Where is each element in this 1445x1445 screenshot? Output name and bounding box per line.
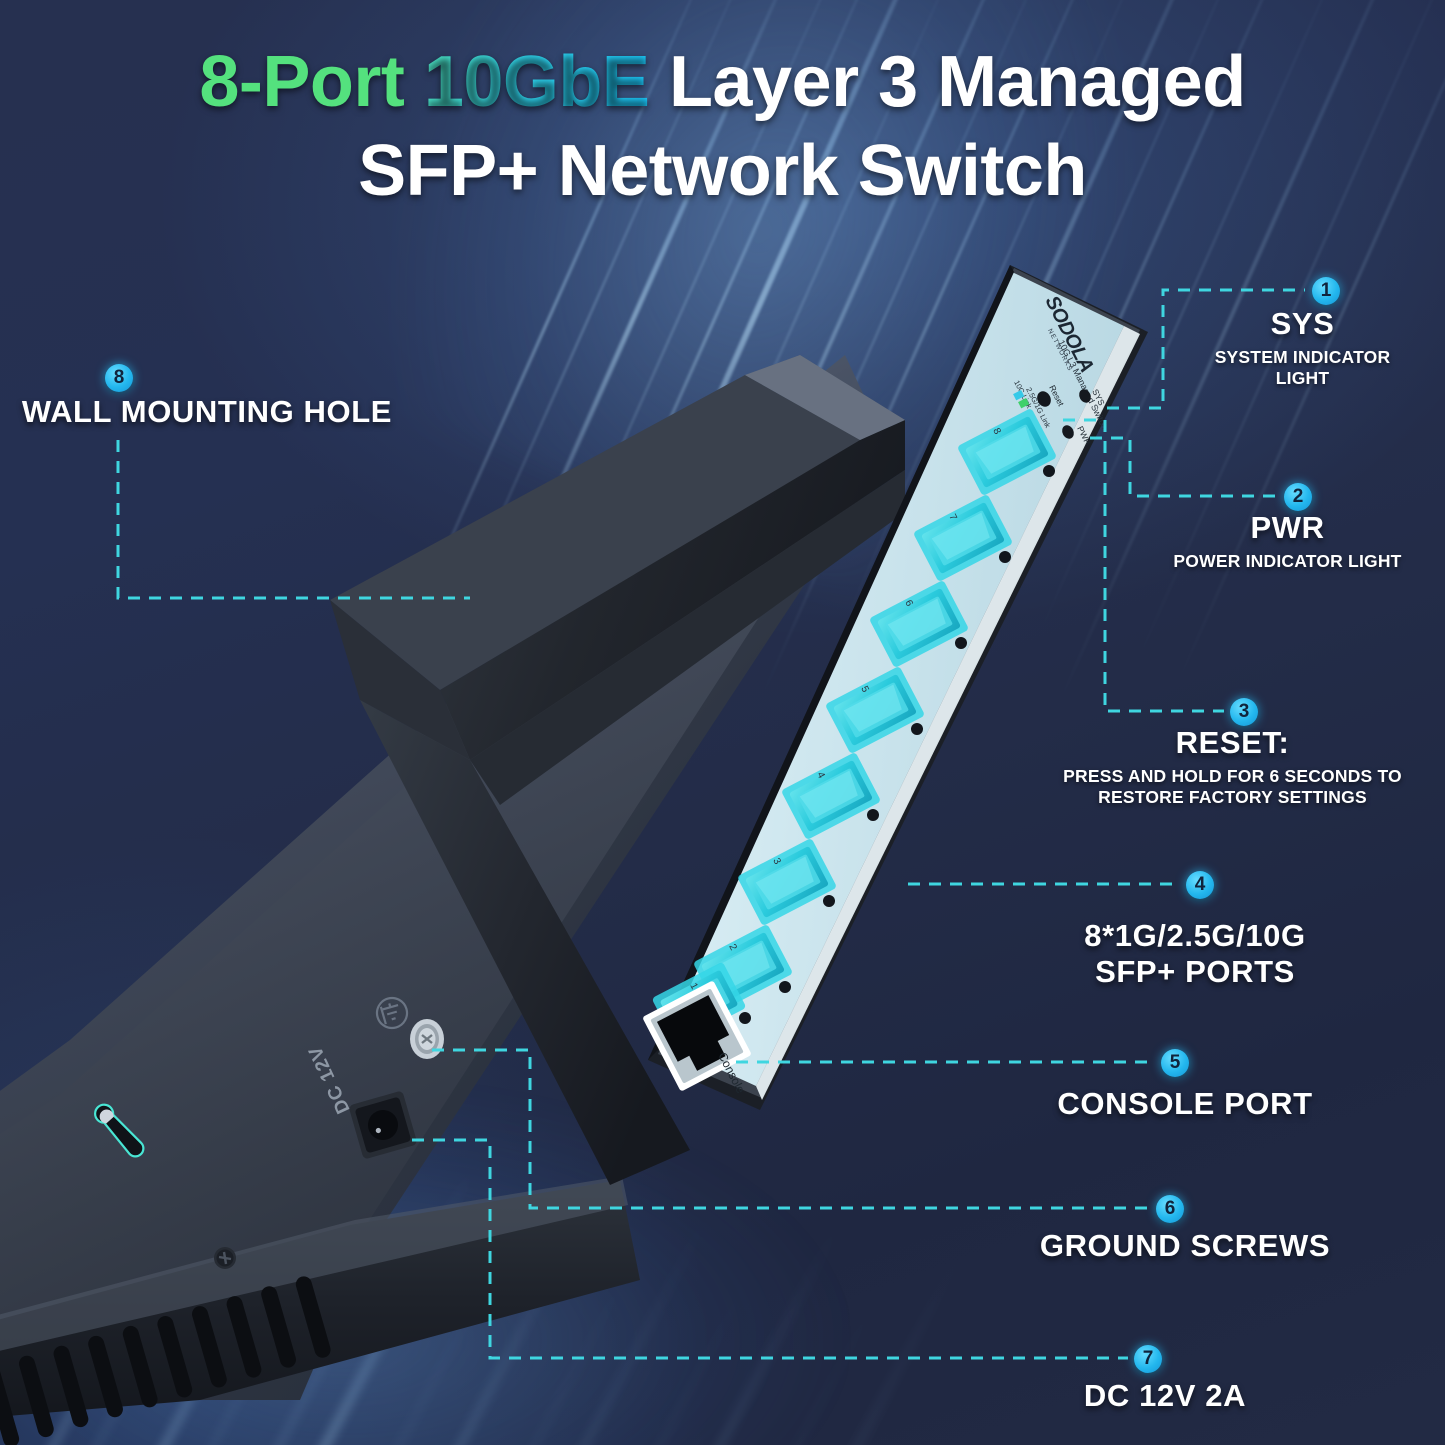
switch-rear-face: DC 12V [305,996,444,1159]
port-number-3: 3 [770,856,783,866]
port-number-5: 5 [858,684,871,694]
dc-power-jack[interactable] [348,1090,417,1159]
port-led-1 [739,1012,751,1024]
headline-line-2: SFP+ Network Switch [358,131,1087,212]
port-led-7 [999,551,1011,563]
led-chip-green [1018,398,1030,409]
callout-sfp-title2: SFP+ PORTS [1095,954,1295,989]
headline-speed: 10GbE [423,42,669,122]
callout-wall-title: WALL MOUNTING HOLE [21,394,393,429]
callout-pwr-title: PWR [1250,510,1325,545]
callout-sys-title: SYS [1270,306,1335,341]
sys-led [1079,389,1091,403]
callout-pwr: PWR POWER INDICATOR LIGHT [1130,510,1445,572]
callout-dc-power: DC 12V 2A [1000,1378,1330,1414]
callout-badge-4: 4 [1186,871,1214,899]
page-title: 8-Port 10GbE Layer 3 Managed SFP+ Networ… [0,45,1445,212]
port-number-8: 8 [990,426,1003,436]
sfp-port-4[interactable] [781,752,881,840]
callout-badge-2: 2 [1284,483,1312,511]
port-number-1: 1 [687,981,700,991]
sfp-port-6[interactable] [869,580,969,668]
callout-sfp-title: 8*1G/2.5G/10G [1084,918,1306,953]
callout-wall-mounting-hole: WALL MOUNTING HOLE [12,394,402,430]
callout-console-port: CONSOLE PORT [1000,1086,1370,1122]
reset-button [1037,391,1051,407]
callout-ground-screws: GROUND SCREWS [1000,1228,1370,1264]
port-number-6: 6 [902,598,915,608]
ground-symbol-icon [375,996,409,1030]
headline-layer: Layer 3 Managed [668,42,1246,122]
callout-badge-3: 3 [1230,698,1258,726]
sfp-port-group: 8 7 6 [652,408,1057,1044]
port-led-2 [779,981,791,993]
callout-pwr-sub: POWER INDICATOR LIGHT [1173,551,1402,571]
ground-screw [410,1019,444,1059]
callout-badge-8: 8 [105,364,133,392]
callout-dc-title: DC 12V 2A [1083,1378,1247,1413]
port-number-2: 2 [726,942,739,952]
sfp-port-5[interactable] [825,666,925,754]
port-led-3 [823,895,835,907]
sfp-port-8[interactable] [957,408,1057,496]
sfp-port-7[interactable] [913,494,1013,582]
led-chip-cyan [1013,390,1025,401]
headline-line-1: 8-Port 10GbE Layer 3 Managed [0,45,1445,119]
headline-port-count: 8-Port [199,42,424,122]
port-led-5 [911,723,923,735]
sfp-port-3[interactable] [737,838,837,926]
callout-badge-6: 6 [1156,1195,1184,1223]
port-led-6 [955,637,967,649]
callout-sfp-ports: 8*1G/2.5G/10G SFP+ PORTS [1030,918,1360,990]
port-number-7: 7 [946,512,959,522]
callout-badge-1: 1 [1312,277,1340,305]
callout-ground-title: GROUND SCREWS [1039,1228,1331,1263]
chassis-screw-bottom [214,1247,236,1269]
wall-mounting-hole-lower [94,1103,145,1158]
port-led-8 [1043,465,1055,477]
port-led-4 [867,809,879,821]
callout-console-title: CONSOLE PORT [1057,1086,1313,1121]
callout-reset-title: RESET: [1175,725,1290,760]
vent-slots [0,1276,331,1445]
port-number-4: 4 [814,770,827,780]
callout-badge-7: 7 [1134,1345,1162,1373]
callout-badge-5: 5 [1161,1049,1189,1077]
